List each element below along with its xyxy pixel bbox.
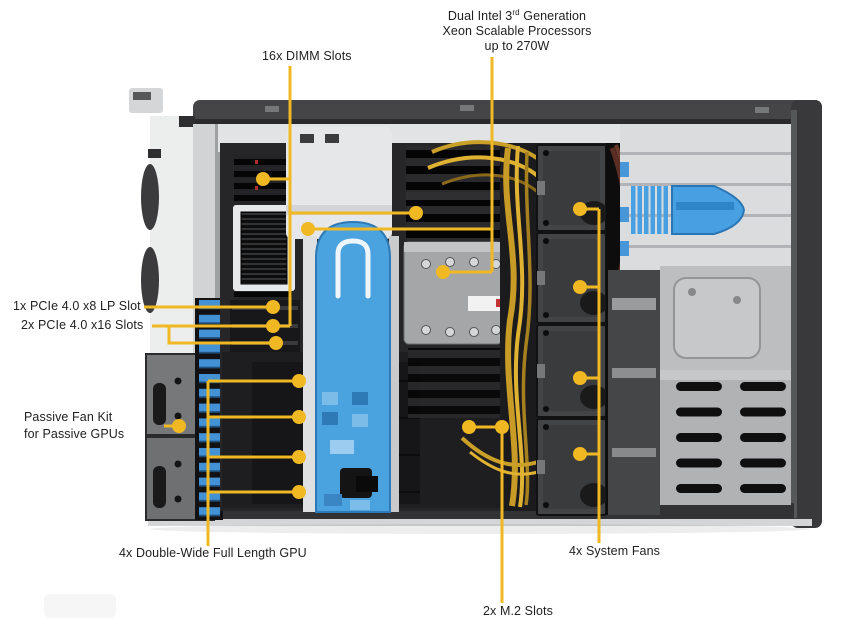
- dot-gpu-3: [292, 450, 306, 464]
- callout-line-pcie-x16-b: [167, 326, 276, 345]
- label-gpu: 4x Double-Wide Full Length GPU: [119, 546, 307, 560]
- chassis-bottom-rail: [148, 519, 812, 526]
- dot-fan-2: [573, 280, 587, 294]
- power-cables: [427, 140, 544, 511]
- hdd-cage-cover: [660, 266, 791, 370]
- dot-dimm-left: [256, 172, 270, 186]
- front-fan-edge: [141, 164, 159, 230]
- drive-bays: [608, 124, 791, 515]
- dot-m2-1: [462, 420, 476, 434]
- dot-fan-3: [573, 371, 587, 385]
- chassis-top-handle: [129, 88, 163, 113]
- fan-3: [536, 324, 608, 418]
- label-pcie-x16-slots: 2x PCIe 4.0 x16 Slots: [21, 318, 144, 332]
- bay-latch: [631, 185, 746, 235]
- label-system-fans: 4x System Fans: [569, 544, 661, 558]
- chassis-right-bar: [791, 100, 822, 528]
- label-cpu-line1: Dual Intel 3rd Generation: [447, 7, 587, 23]
- dot-m2-2: [495, 420, 509, 434]
- fan-4: [536, 418, 608, 516]
- dot-pcie-x16-a: [266, 319, 280, 333]
- cpu-left-heatsink: [233, 205, 295, 291]
- dot-gpu-1: [292, 374, 306, 388]
- dot-cpu-left: [301, 222, 315, 236]
- dot-fan-4: [573, 447, 587, 461]
- dot-passive-fan: [172, 419, 186, 433]
- mid-chassis-zone: [608, 270, 660, 515]
- label-cpu: Dual Intel 3rd Generation Xeon Scalable …: [396, 7, 638, 54]
- dot-gpu-2: [292, 410, 306, 424]
- chassis-frame: [129, 88, 822, 534]
- dot-dimm-right: [409, 206, 423, 220]
- dot-pcie-x16-b: [269, 336, 283, 350]
- callout-dots: [172, 172, 587, 499]
- front-fan-edge: [141, 247, 159, 313]
- label-cpu-line2: Xeon Scalable Processors: [442, 24, 592, 38]
- label-pcie-lp-slot: 1x PCIe 4.0 x8 LP Slot: [13, 299, 141, 313]
- fan-2: [536, 232, 608, 324]
- system-fans-hardware: [536, 143, 636, 516]
- fan-1: [536, 144, 608, 232]
- watermark-logo: [44, 594, 116, 618]
- gpu-support-bracket: [303, 220, 399, 513]
- callout-lines: [144, 57, 601, 603]
- label-m2-slots: 2x M.2 Slots: [483, 604, 553, 618]
- label-passive-fan-kit: Passive Fan Kit for Passive GPUs: [24, 410, 125, 441]
- chassis-top-bar: [193, 100, 822, 124]
- label-cpu-line3: up to 270W: [484, 39, 550, 53]
- air-shroud: [286, 127, 392, 239]
- dot-fan-1: [573, 202, 587, 216]
- label-dimm-slots: 16x DIMM Slots: [262, 49, 352, 63]
- chassis-shadow: [150, 524, 810, 534]
- dot-pcie-lp: [266, 300, 280, 314]
- dot-gpu-4: [292, 485, 306, 499]
- dot-cpu-right: [436, 265, 450, 279]
- vent-panel: [660, 370, 791, 505]
